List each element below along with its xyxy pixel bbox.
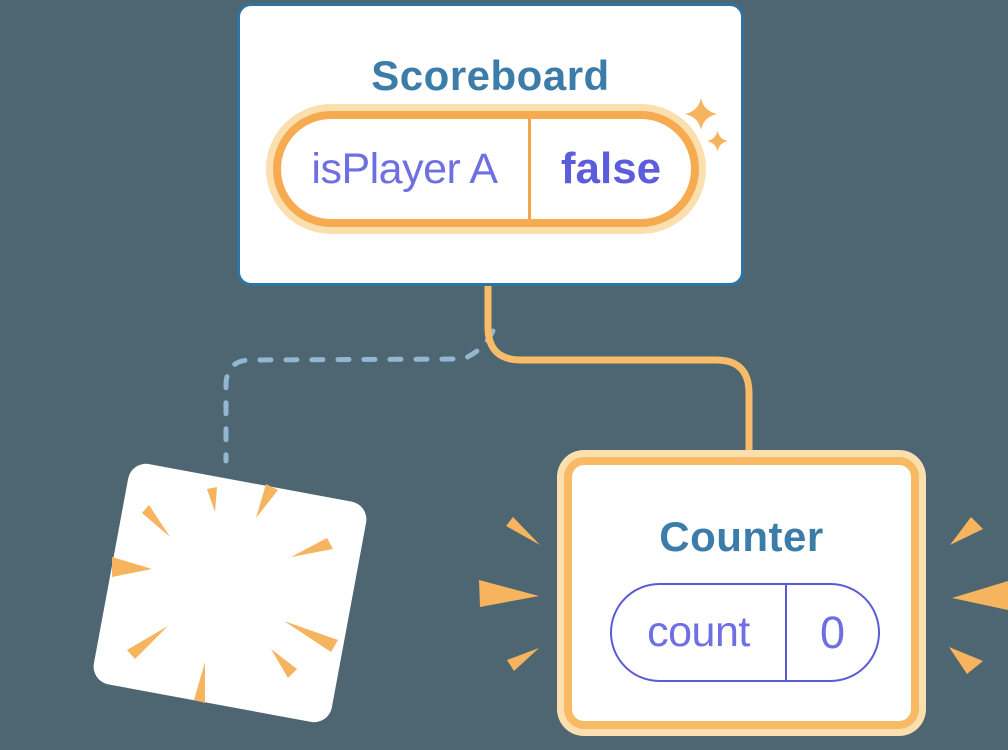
counter-title: Counter: [659, 513, 824, 560]
scoreboard-title: Scoreboard: [371, 52, 610, 99]
pill-divider: [785, 585, 787, 680]
state-value-label: false: [560, 144, 662, 193]
emphasis-rays-icon: [949, 517, 1008, 674]
solid-connector-line: [484, 284, 753, 453]
destroyed-component-card: [90, 460, 370, 726]
counter-state-pill: count 0: [610, 583, 880, 682]
state-value-label: 0: [819, 606, 846, 658]
counter-card: Counter count 0: [564, 457, 919, 729]
state-name-label: count: [647, 608, 750, 656]
pill-divider: [528, 119, 531, 219]
dashed-connector-line: [223, 328, 496, 464]
scoreboard-card: Scoreboard isPlayer A false: [237, 3, 744, 286]
scoreboard-state-pill: isPlayer A false: [273, 111, 699, 227]
emphasis-rays-icon: [479, 517, 540, 671]
state-name-label: isPlayer A: [311, 144, 498, 193]
